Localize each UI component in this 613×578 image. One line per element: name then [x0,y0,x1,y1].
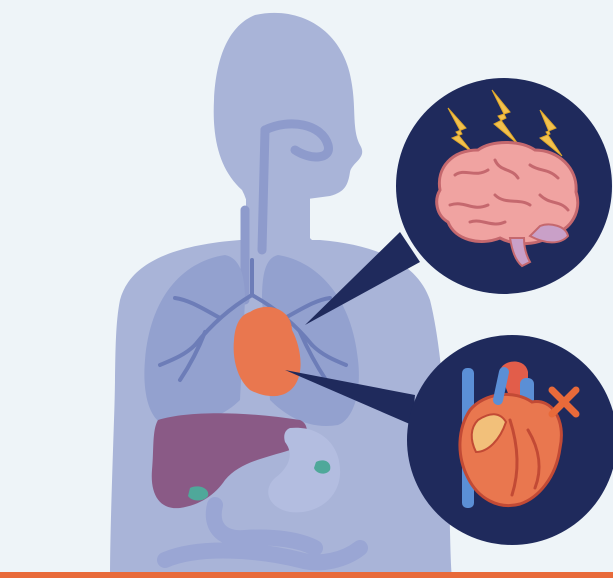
accent-bar [0,572,613,578]
brain-callout [396,78,612,294]
heart-callout [407,335,613,545]
